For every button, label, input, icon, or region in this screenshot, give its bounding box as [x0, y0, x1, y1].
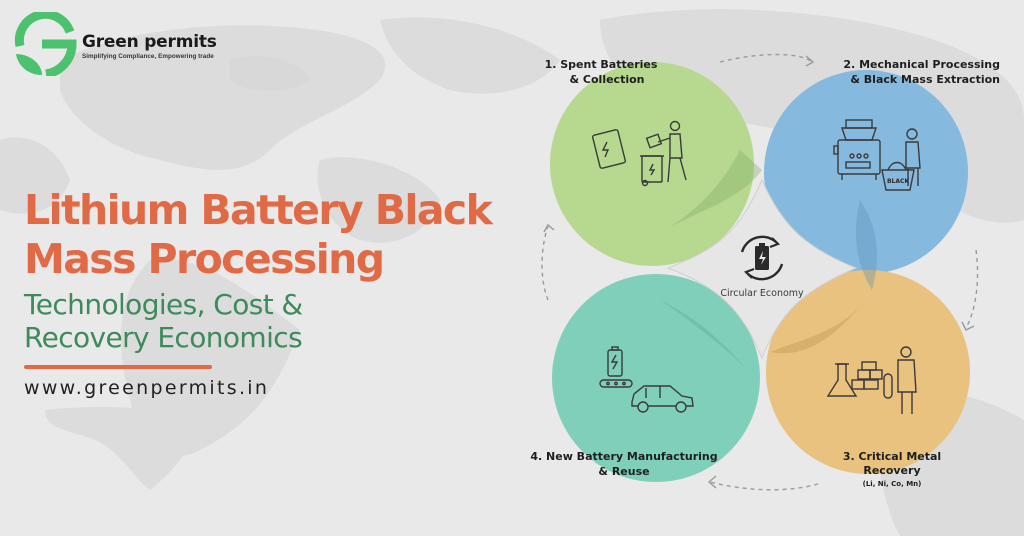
step-2-label-line-2: & Black Mass Extraction [850, 73, 1000, 86]
battery-disposal-icon [591, 120, 687, 187]
shredder-machine-icon [833, 119, 921, 191]
step-1-circle [550, 62, 754, 266]
g-leaf-logo-icon [14, 12, 77, 76]
subtitle-line-1: Technologies, Cost & [24, 288, 303, 321]
brand-tagline: Simplifying Compliance, Empowering trade [82, 53, 214, 60]
step-2-label-line-1: 2. Mechanical Processing [843, 58, 1000, 71]
website-link[interactable]: www.greenpermits.in [24, 377, 270, 399]
step-1-label-line-1: 1. Spent Batteries [545, 58, 658, 71]
step-3-circle [766, 270, 970, 474]
lab-scientist-icon [826, 346, 917, 414]
title-divider [24, 365, 212, 369]
step-3-label-line-1: 3. Critical Metal [843, 450, 941, 463]
black-bin-label: BLACK [887, 178, 909, 185]
step-3-label-line-2: Recovery [863, 464, 920, 477]
step-1-label-line-2: & Collection [570, 73, 645, 86]
step-3-label-sub: (Li, Ni, Co, Mn) [863, 480, 922, 488]
headline-block: Lithium Battery Black Mass Processing Te… [24, 186, 493, 399]
brand-logo[interactable]: Green permits Simplifying Compliance, Em… [12, 12, 217, 76]
step-4-label-line-1: 4. New Battery Manufacturing [530, 450, 717, 463]
battery-car-icon [599, 346, 694, 413]
step-4-circle [552, 274, 760, 482]
step-2-circle [764, 70, 968, 274]
title-line-2: Mass Processing [24, 235, 385, 283]
title-line-1: Lithium Battery Black [24, 186, 493, 234]
dashed-arrows [541, 53, 979, 491]
brand-name: Green permits [82, 32, 217, 52]
battery-recycle-icon [740, 235, 784, 281]
center-label: Circular Economy [720, 288, 804, 299]
subtitle-line-2: Recovery Economics [24, 321, 303, 354]
step-4-label-line-2: & Reuse [598, 465, 649, 478]
